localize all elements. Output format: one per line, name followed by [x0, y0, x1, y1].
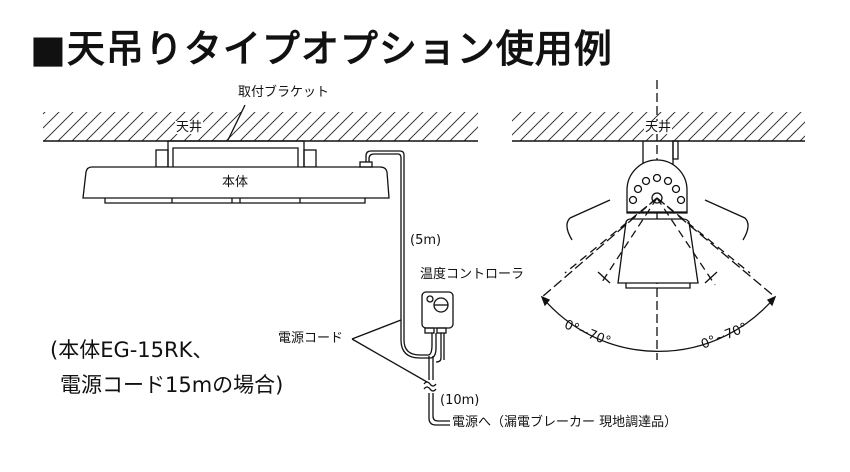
temperature-controller: [421, 291, 454, 334]
controller-label: 温度コントローラ: [420, 267, 525, 282]
page-title: ■天吊りタイプオプション使用例: [30, 27, 613, 71]
rotation-unit: [540, 80, 777, 360]
power-cord: [351, 150, 450, 426]
cord-length-10m: (10m): [440, 393, 480, 408]
note-line-2: 電源コード15mの場合): [60, 373, 284, 397]
cord-length-5m: (5m): [410, 233, 442, 248]
note-line-1: (本体EG-15RK、: [50, 338, 214, 362]
power-cord-label: 電源コード: [278, 331, 344, 346]
power-source-label: 電源へ（漏電ブレーカー 現地調達品）: [452, 415, 678, 430]
left-ceiling: [43, 112, 478, 142]
left-ceiling-label: 天井: [175, 120, 204, 135]
right-ceiling: [512, 112, 805, 142]
heater-body: [82, 161, 390, 204]
right-ceiling-label: 天井: [644, 120, 673, 135]
bracket-label: 取付ブラケット: [238, 85, 330, 100]
body-label: 本体: [222, 175, 249, 190]
